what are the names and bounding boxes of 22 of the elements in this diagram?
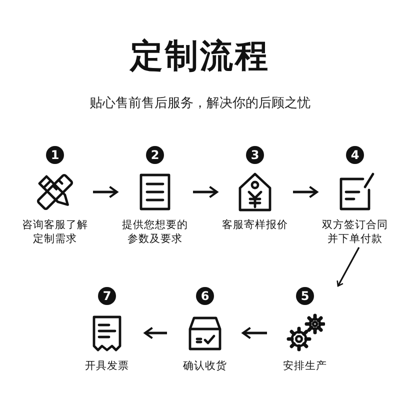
step-number: 1 [46,146,64,164]
step-label: 咨询客服了解定制需求 [21,218,89,246]
step-label: 提供您想要的参数及要求 [121,218,189,246]
arrow [144,326,167,340]
arrow [293,186,318,198]
arrow [336,246,360,287]
arrow [242,326,267,340]
step-label: 客服寄样报价 [222,218,288,232]
step-number: 2 [146,146,164,164]
arrow [93,186,118,198]
step-label: 双方签订合同并下单付款 [321,218,389,246]
step-label: 开具发票 [85,359,129,374]
step-number: 5 [296,287,314,305]
subtitle: 贴心售前售后服务，解决你的后顾之忧 [88,95,312,112]
title: 定制流程 [128,35,271,77]
arrow [193,186,218,198]
step-number: 7 [98,287,116,305]
step-number: 4 [346,146,364,164]
step-number: 6 [196,287,214,305]
step-label: 确认收货 [183,359,227,374]
step-label: 安排生产 [283,359,327,374]
step-number: 3 [246,146,264,164]
